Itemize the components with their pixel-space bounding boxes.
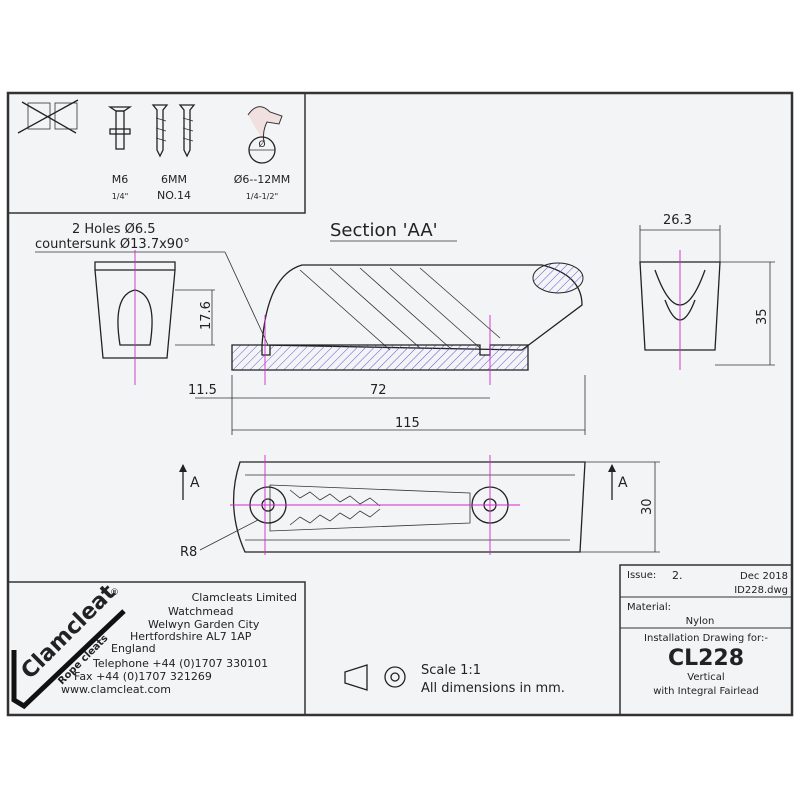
product-code: CL228 bbox=[668, 646, 744, 671]
fixings-panel: Ø M6 1/4" 6MM NO.14 Ø6--12MM 1/4-1/2" bbox=[7, 92, 306, 214]
fax: Fax +44 (0)1707 321269 bbox=[74, 670, 212, 683]
product-desc-1: Vertical bbox=[687, 672, 724, 683]
section-marker-right: A bbox=[618, 475, 628, 491]
dim-height-section: 17.6 bbox=[199, 301, 214, 330]
issue-value: 2. bbox=[672, 569, 683, 582]
material-label: Material: bbox=[627, 602, 671, 613]
title-block: Issue: 2. Dec 2018 ID228.dwg Material: N… bbox=[619, 564, 793, 716]
issue-date: Dec 2018 bbox=[740, 571, 788, 582]
svg-text:®: ® bbox=[110, 588, 119, 598]
m6-imperial-label: 1/4" bbox=[112, 192, 129, 201]
screw-number-label: NO.14 bbox=[157, 189, 191, 202]
dim-width-plan: 30 bbox=[640, 498, 655, 515]
issue-label: Issue: bbox=[627, 570, 656, 581]
wood-screw-icon bbox=[151, 104, 196, 158]
telephone: Telephone +44 (0)1707 330101 bbox=[92, 657, 268, 670]
end-view-right: 26.3 35 bbox=[639, 213, 775, 370]
dim-hole-spacing: 72 bbox=[370, 383, 387, 398]
address-line-1: Watchmead bbox=[168, 605, 233, 618]
drawing-frame bbox=[6, 91, 794, 717]
dim-height-end: 35 bbox=[755, 308, 770, 325]
address-line-2: Welwyn Garden City bbox=[148, 618, 260, 631]
product-desc-2: with Integral Fairlead bbox=[653, 686, 759, 697]
holes-note-2: countersunk Ø13.7x90° bbox=[35, 237, 190, 252]
holes-note-1: 2 Holes Ø6.5 bbox=[72, 222, 156, 237]
units-label: All dimensions in mm. bbox=[421, 681, 565, 696]
section-marker-left: A bbox=[190, 475, 200, 491]
crossed-bolt-icon bbox=[17, 99, 79, 134]
scale-section: Scale 1:1 All dimensions in mm. bbox=[344, 663, 565, 696]
length-dimensions: 11.5 72 115 bbox=[188, 375, 586, 435]
screw-size-label: 6MM bbox=[161, 173, 187, 186]
address-line-4: England bbox=[111, 642, 156, 655]
svg-text:Ø: Ø bbox=[258, 139, 265, 150]
scale-label: Scale 1:1 bbox=[421, 663, 481, 678]
section-view bbox=[231, 262, 584, 385]
dim-width-top: 26.3 bbox=[663, 213, 692, 228]
m6-label: M6 bbox=[112, 173, 129, 186]
bolt-nut-icon bbox=[107, 106, 133, 150]
section-title: Section 'AA' bbox=[330, 220, 438, 241]
company-name: Clamcleats Limited bbox=[192, 591, 297, 604]
material-value: Nylon bbox=[686, 616, 715, 627]
projection-symbol-icon bbox=[344, 664, 368, 691]
website[interactable]: www.clamcleat.com bbox=[61, 683, 171, 696]
dim-radius: R8 bbox=[180, 545, 197, 560]
rope-diameter-icon: Ø bbox=[247, 106, 283, 164]
plan-view: A A 30 R8 bbox=[179, 455, 660, 560]
file-name: ID228.dwg bbox=[734, 585, 788, 596]
rope-imperial-label: 1/4-1/2" bbox=[246, 192, 278, 201]
address-line-3: Hertfordshire AL7 1AP bbox=[130, 630, 252, 643]
dim-offset: 11.5 bbox=[188, 383, 217, 398]
end-view-left: 17.6 bbox=[94, 250, 215, 385]
drawing-for-label: Installation Drawing for:- bbox=[644, 633, 768, 644]
dim-length: 115 bbox=[395, 416, 420, 431]
rope-size-label: Ø6--12MM bbox=[234, 173, 291, 186]
